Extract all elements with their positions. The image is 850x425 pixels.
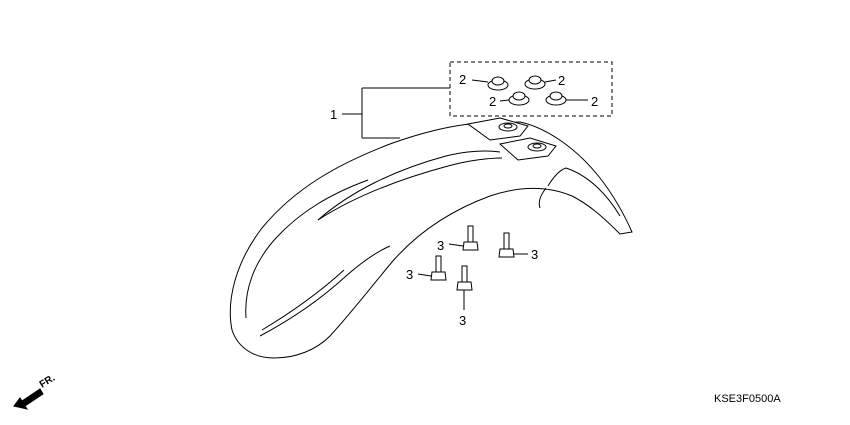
front-direction-label: FR. [38, 373, 58, 391]
special-nut [471, 76, 509, 91]
front-fender [229, 121, 633, 359]
callout-2: 2 [591, 94, 598, 109]
callout-1-leader [342, 61, 613, 139]
special-nut [545, 91, 588, 106]
callout-2: 2 [459, 72, 466, 87]
diagram-code: KSE3F0500A [714, 393, 781, 405]
flange-bolt [498, 232, 528, 258]
front-direction-arrow-icon [13, 388, 44, 410]
callout-2: 2 [558, 73, 565, 88]
callout-3: 3 [531, 247, 538, 262]
callout-3: 3 [406, 267, 413, 282]
callout-1: 1 [330, 107, 337, 122]
flange-bolt [417, 255, 447, 281]
special-nut [499, 91, 530, 106]
flange-bolt [448, 225, 479, 251]
flange-bolt [456, 265, 473, 310]
callout-3: 3 [437, 238, 444, 253]
callout-2: 2 [489, 94, 496, 109]
mounting-plate [466, 117, 557, 161]
callout-3: 3 [459, 313, 466, 328]
special-nut [524, 75, 557, 90]
